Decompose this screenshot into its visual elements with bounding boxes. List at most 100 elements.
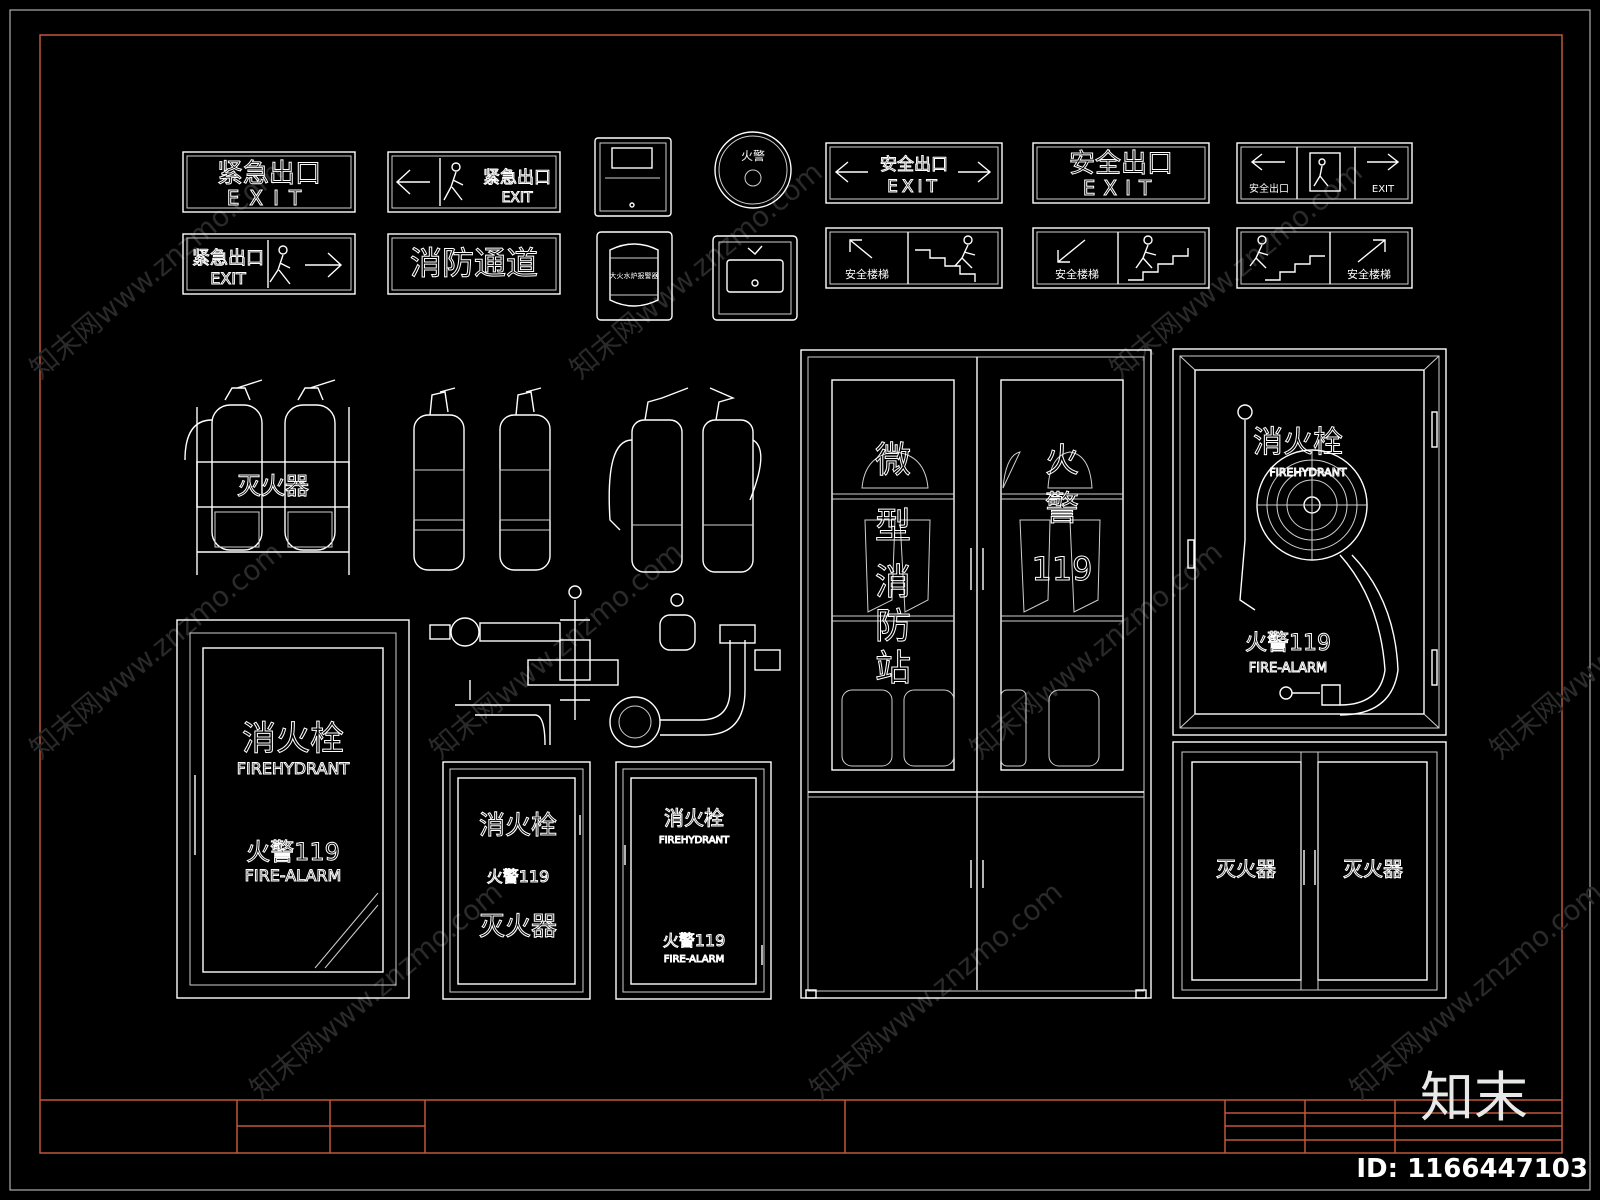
station-char: 警 bbox=[1045, 489, 1079, 529]
alarm-label: 火警 bbox=[741, 148, 765, 163]
hydrant-cabinet-small-b: 消火栓 FIREHYDRANT 火警119 FIRE-ALARM bbox=[615, 761, 772, 1000]
extinguisher-cabinet-lower: 灭火器 灭火器 bbox=[1172, 741, 1447, 999]
running-man-icon bbox=[451, 162, 461, 172]
watermarks: 知末网www.znzmo.com 知末网www.znzmo.com 知末网www… bbox=[23, 155, 1600, 1105]
sign-text-en: EXIT bbox=[210, 269, 246, 288]
watermark-text: 知末网www.znzmo.com bbox=[803, 875, 1068, 1105]
helmet-icon bbox=[861, 451, 929, 489]
station-char: 消 bbox=[875, 562, 911, 603]
extinguisher-pair-1 bbox=[413, 387, 551, 571]
cabinet-handle bbox=[1187, 539, 1195, 569]
fire-alarm-round: 火警 bbox=[714, 131, 792, 209]
inner-border bbox=[39, 34, 1563, 1154]
stairs-icon bbox=[1265, 255, 1325, 281]
arrow-right-icon bbox=[305, 252, 343, 278]
mini-fire-station: 微 型 消 防 站 火 警 119 bbox=[800, 349, 1152, 999]
extinguisher-icon bbox=[413, 414, 465, 571]
watermark-text: 知末网www.znzmo.com bbox=[243, 875, 508, 1105]
sign-text-cn: 紧急出口 bbox=[217, 159, 321, 189]
sign-text-en: EXIT bbox=[887, 177, 941, 197]
sign-emergency-exit-2: 紧急出口 EXIT bbox=[182, 233, 356, 295]
cabinet-hinge bbox=[1431, 411, 1438, 448]
cabinet-title: 消火栓 bbox=[242, 719, 344, 759]
sign-safe-exit-double: 安全出口 EXIT bbox=[825, 142, 1003, 204]
hydrant-cabinet-small-a: 消火栓 火警119 灭火器 bbox=[442, 761, 591, 1000]
sign-text-cn: 消防通道 bbox=[410, 244, 538, 282]
alarm-button-device bbox=[594, 137, 672, 217]
cabinet-title: 消火栓 bbox=[664, 806, 724, 830]
extinguisher-icon bbox=[702, 419, 754, 573]
sign-text-cn: 安全出口 bbox=[880, 155, 948, 175]
arrow-left-icon bbox=[1250, 153, 1285, 171]
sign-text-en: EXIT bbox=[1083, 176, 1159, 200]
watermark-text: 知末网www.znzmo.com bbox=[1483, 535, 1600, 765]
boot-icon bbox=[1069, 519, 1101, 613]
brand-logo: 知末 bbox=[1420, 1066, 1528, 1129]
station-char: 微 bbox=[875, 440, 911, 481]
cabinet-subtitle: FIREHYDRANT bbox=[237, 759, 350, 778]
arrow-right-icon bbox=[958, 161, 992, 183]
sign-safe-exit-triple: 安全出口 EXIT bbox=[1236, 142, 1413, 204]
hydrant-valves bbox=[429, 585, 781, 748]
sign-text-en: EXIT bbox=[227, 186, 311, 210]
boot-icon bbox=[899, 519, 931, 613]
sign-text-en: EXIT bbox=[1372, 184, 1395, 195]
cabinet-phone-en: FIRE-ALARM bbox=[1249, 661, 1328, 676]
flame-icon bbox=[747, 245, 763, 255]
extinguisher-icon bbox=[1000, 689, 1027, 767]
cabinet-phone: 火警119 bbox=[663, 931, 726, 950]
station-char: 119 bbox=[1031, 550, 1092, 588]
sign-left-exit: 紧急出口 EXIT bbox=[387, 151, 561, 213]
extinguisher-pair-2 bbox=[608, 387, 762, 573]
arrow-down-left-icon bbox=[1057, 239, 1086, 263]
extinguisher-icon bbox=[631, 419, 683, 573]
cabinet-title: 消火栓 bbox=[479, 811, 557, 841]
cabinet-title: 消火栓 bbox=[1253, 425, 1343, 460]
boot-icon bbox=[1019, 519, 1051, 613]
sign-text-cn: 紧急出口 bbox=[483, 168, 551, 188]
door-icon bbox=[1309, 152, 1341, 192]
sign-text-cn: 安全出口 bbox=[1249, 182, 1289, 195]
device-label: 大火水炉报警器 bbox=[610, 271, 659, 280]
stairs-icon bbox=[1128, 248, 1189, 281]
sign-text-cn: 安全楼梯 bbox=[1055, 267, 1099, 281]
hose-reel-cabinet: 消火栓 FIREHYDRANT 火警119 FIRE-ALARM bbox=[1172, 348, 1447, 736]
cabinet-phone-en: FIRE-ALARM bbox=[245, 866, 342, 885]
cabinet-hinge bbox=[1431, 649, 1438, 686]
cabinet-phone: 火警119 bbox=[1245, 631, 1331, 656]
cabinet-phone-en: FIRE-ALARM bbox=[664, 954, 724, 965]
outer-border bbox=[9, 9, 1591, 1191]
manual-call-point bbox=[712, 235, 798, 321]
sign-emergency-exit-1: 紧急出口 EXIT bbox=[182, 151, 356, 213]
watermark-text: 知末网www.znzmo.com bbox=[963, 535, 1228, 765]
sign-stairs-2: 安全楼梯 bbox=[1032, 227, 1210, 289]
arrow-up-right-icon bbox=[1357, 239, 1386, 263]
extinguisher-icon bbox=[1048, 689, 1100, 767]
station-char: 火 bbox=[1045, 441, 1079, 481]
extinguisher-icon bbox=[211, 404, 263, 551]
title-block bbox=[40, 1099, 1562, 1153]
arrow-right-icon bbox=[1367, 153, 1400, 171]
cabinet-extinguisher-label: 灭火器 bbox=[479, 912, 557, 942]
station-char: 防 bbox=[875, 606, 911, 647]
boot-icon bbox=[864, 519, 896, 613]
cabinet-extinguisher-label: 灭火器 bbox=[1216, 857, 1276, 881]
extinguisher-icon bbox=[499, 414, 551, 571]
cabinet-extinguisher-label: 灭火器 bbox=[1343, 857, 1403, 881]
extinguisher-icon bbox=[284, 404, 336, 551]
cabinet-phone: 火警119 bbox=[487, 867, 550, 886]
rack-label: 灭火器 bbox=[237, 472, 309, 500]
sign-text-cn: 安全楼梯 bbox=[845, 267, 889, 281]
helmet-icon bbox=[1047, 451, 1093, 489]
cabinet-subtitle: FIREHYDRANT bbox=[659, 835, 730, 846]
extinguisher-rack: 灭火器 bbox=[184, 379, 350, 575]
station-char: 站 bbox=[875, 648, 911, 689]
sign-text-cn: 安全出口 bbox=[1069, 149, 1173, 179]
helmet-icon bbox=[1002, 451, 1021, 489]
arrow-left-icon bbox=[834, 161, 868, 183]
station-char: 型 bbox=[875, 506, 911, 547]
hydrant-cabinet-large: 消火栓 FIREHYDRANT 火警119 FIRE-ALARM bbox=[176, 619, 410, 999]
running-man-icon bbox=[278, 245, 288, 255]
extinguisher-icon bbox=[903, 689, 955, 767]
